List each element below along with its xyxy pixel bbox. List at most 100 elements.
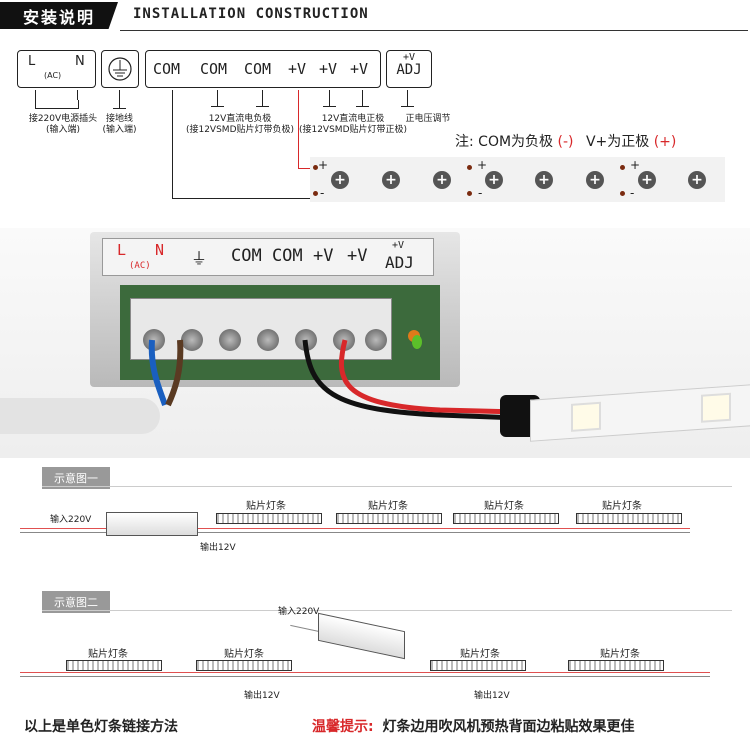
psu-adj-top: +V [392, 240, 405, 251]
diagram1-tab: 示意图一 [42, 467, 110, 489]
screw-icon [143, 329, 165, 351]
strip-dot [467, 191, 472, 196]
diagram1-tab-line [42, 486, 732, 487]
diagram2-wire-grey [20, 676, 710, 677]
diagram1-driver [106, 512, 198, 536]
diagram1-strip-2 [336, 513, 442, 524]
ac-input-caption: 接220V电源插头 (输入端) [8, 114, 118, 136]
adj-terminal-box: +V ADJ [386, 50, 432, 88]
diagram2-strip-label-1: 贴片灯条 [88, 649, 128, 660]
pos-caption: 12V直流电正极 (接12VSMD贴片灯带正极) [298, 114, 408, 136]
diagram2-strip-label-4: 贴片灯条 [600, 649, 640, 660]
strip-dot [313, 191, 318, 196]
strip-plus-3: + [630, 158, 641, 172]
plus-2-tee [323, 106, 336, 107]
solder-pad-icon: + [382, 171, 400, 189]
footer-method-note: 以上是单色灯条链接方法 [24, 719, 178, 735]
diagram2-driver [318, 612, 405, 660]
diagram1-input: 输入220V [50, 515, 92, 525]
connector-ground [119, 90, 120, 108]
diagram2-strip-4 [568, 660, 664, 671]
adj-tee [401, 106, 414, 107]
screw-icon [365, 329, 387, 351]
diagram1-strip-label-3: 贴片灯条 [484, 501, 524, 512]
com-wire-horizontal [172, 198, 312, 199]
diagram1-strip-3 [453, 513, 559, 524]
diagram1-wire-grey [20, 532, 690, 533]
diagram2-strip-label-2: 贴片灯条 [224, 649, 264, 660]
ground-text: 接地线 [105, 114, 133, 124]
com-3-tee [256, 106, 269, 107]
psu-com: COM COM [231, 246, 303, 266]
note-v: V+为正极 [585, 134, 650, 150]
plus-3-tee [356, 106, 369, 107]
connector-plus-3 [362, 90, 363, 106]
ac-n-label: N [75, 54, 85, 69]
ground-terminal-box [101, 50, 139, 88]
ground-tee [113, 108, 126, 109]
diagram1-strip-label-2: 贴片灯条 [368, 501, 408, 512]
ground-sub: (输入端) [102, 125, 137, 135]
connector-l [35, 90, 36, 100]
psu-label-panel: L N (AC) ⏚ COM COM +V +V +V ADJ [102, 238, 434, 276]
output-wires [148, 339, 521, 421]
diagram1-output: 输出12V [200, 543, 236, 553]
strip-minus-3: - [630, 186, 635, 200]
screw-icon [219, 329, 241, 351]
note-neg: (-) [557, 134, 574, 150]
pos-sub: (接12VSMD贴片灯带正极) [298, 125, 408, 135]
neg-text: 12V直流电负极 [208, 114, 272, 124]
output-terminal-box: COM COM COM +V +V +V [145, 50, 381, 88]
header-divider [120, 30, 748, 31]
pos-text: 12V直流电正极 [321, 114, 385, 124]
plus-label-2: +V [319, 60, 338, 78]
diagram2-input-wire [290, 624, 320, 633]
ac-power-cable [0, 398, 160, 434]
footer-tip: 温馨提示: 灯条边用吹风机预热背面边粘贴效果更佳 [312, 716, 634, 736]
led-chip-icon [701, 392, 731, 423]
com-wire [172, 90, 173, 198]
ground-caption: 接地线 (输入端) [92, 114, 147, 136]
strip-dot [467, 165, 472, 170]
psu-v2: +V [347, 246, 368, 266]
screw-icon [181, 329, 203, 351]
ac-input-sub: (输入端) [45, 125, 81, 135]
psu-v1: +V [313, 246, 334, 266]
psu-ac: (AC) [129, 261, 151, 271]
note-pos: (+) [653, 134, 677, 150]
footer-tip-label: 温馨提示: [312, 719, 374, 735]
ground-icon [108, 57, 132, 81]
led-strip-terminal-row [310, 157, 725, 202]
connector-n [77, 90, 78, 100]
strip-minus-1: - [320, 186, 325, 200]
psu-n: N [155, 241, 165, 259]
strip-minus-2: - [478, 186, 483, 200]
diagram1-strip-1 [216, 513, 322, 524]
strip-dot [620, 191, 625, 196]
diagram1-wire-red [20, 528, 690, 529]
com-label-3: COM [244, 60, 272, 78]
solder-pad-icon: + [535, 171, 553, 189]
section-title-en: INSTALLATION CONSTRUCTION [133, 6, 369, 22]
solder-pad-icon: + [586, 171, 604, 189]
diagram2-tab-line [42, 610, 732, 611]
connector-com-2 [217, 90, 218, 106]
connector-plus-2 [329, 90, 330, 106]
diagram1-strip-4 [576, 513, 682, 524]
solder-pad-icon: + [638, 171, 656, 189]
diagram2-strip-label-3: 贴片灯条 [460, 649, 500, 660]
com-label-2: COM [200, 60, 228, 78]
diagram2-tab: 示意图二 [42, 591, 110, 613]
diagram1-strip-label-4: 贴片灯条 [602, 501, 642, 512]
diagram1-strip-label-1: 贴片灯条 [246, 501, 286, 512]
section-title-cn: 安装说明 [0, 2, 118, 29]
led-indicator-icon [412, 335, 422, 349]
solder-pad-icon: + [433, 171, 451, 189]
diagram2-wire-red [20, 672, 710, 673]
strip-plus-2: + [477, 158, 488, 172]
com-2-tee [211, 106, 224, 107]
com-label-1: COM [153, 60, 181, 78]
note-com: 注: COM为负极 [455, 134, 554, 150]
diagram2-strip-1 [66, 660, 162, 671]
psu-ground-icon: ⏚ [191, 249, 208, 268]
